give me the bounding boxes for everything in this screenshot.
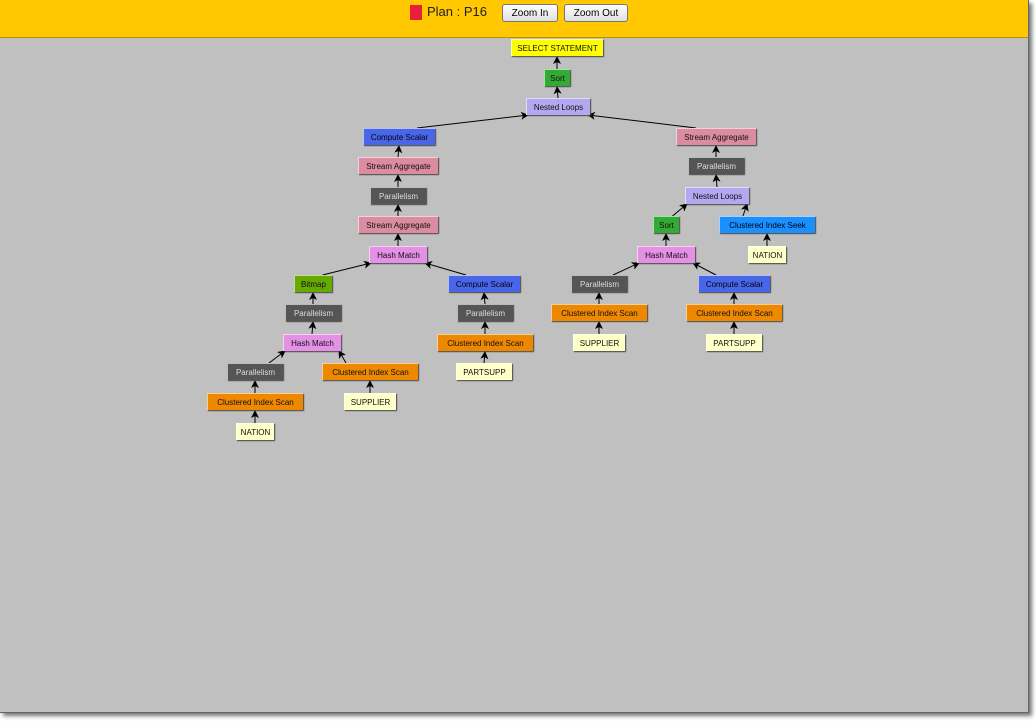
operator-node[interactable]: Stream Aggregate <box>358 216 438 233</box>
table-node[interactable]: NATION <box>748 246 786 263</box>
operator-node[interactable]: SELECT STATEMENT <box>511 39 603 56</box>
operator-node[interactable]: Parallelism <box>285 304 341 321</box>
edge-arrow <box>740 203 749 217</box>
operator-node[interactable]: Nested Loops <box>685 187 749 204</box>
operator-node[interactable]: Bitmap <box>294 275 332 292</box>
operator-node[interactable]: Clustered Index Scan <box>207 393 303 410</box>
operator-node[interactable]: Parallelism <box>457 304 513 321</box>
edge-arrow <box>338 350 347 364</box>
edge-arrow <box>480 292 489 305</box>
edge-arrow <box>308 321 317 335</box>
operator-node[interactable]: Clustered Index Scan <box>551 304 647 321</box>
plan-title: Plan : P16 <box>427 4 487 19</box>
edge-arrow <box>268 350 286 364</box>
edge-arrow <box>672 203 688 217</box>
plan-color-icon <box>410 5 422 20</box>
edge-arrow <box>416 111 529 129</box>
operator-node[interactable]: Stream Aggregate <box>358 157 438 174</box>
edge-arrow <box>692 262 717 276</box>
operator-node[interactable]: Parallelism <box>370 187 426 204</box>
edge-arrow <box>612 262 640 276</box>
edge-arrow <box>553 86 562 99</box>
operator-node[interactable]: Clustered Index Seek <box>719 216 815 233</box>
operator-node[interactable]: Sort <box>544 69 570 86</box>
edge-arrow <box>480 351 489 364</box>
operator-node[interactable]: Compute Scalar <box>698 275 770 292</box>
table-node[interactable]: PARTSUPP <box>456 363 512 380</box>
table-node[interactable]: SUPPLIER <box>344 393 396 410</box>
table-node[interactable]: PARTSUPP <box>706 334 762 351</box>
operator-node[interactable]: Nested Loops <box>526 98 590 115</box>
operator-node[interactable]: Stream Aggregate <box>676 128 756 145</box>
operator-node[interactable]: Parallelism <box>571 275 627 292</box>
operator-node[interactable]: Sort <box>653 216 679 233</box>
operator-node[interactable]: Compute Scalar <box>363 128 435 145</box>
operator-node[interactable]: Clustered Index Scan <box>686 304 782 321</box>
edge-arrow <box>712 174 721 188</box>
operator-node[interactable]: Parallelism <box>688 157 744 174</box>
operator-node[interactable]: Hash Match <box>369 246 427 263</box>
operator-node[interactable]: Hash Match <box>637 246 695 263</box>
zoom-out-button[interactable]: Zoom Out <box>564 4 628 22</box>
edge-arrow <box>424 261 467 276</box>
operator-node[interactable]: Hash Match <box>283 334 341 351</box>
operator-node[interactable]: Compute Scalar <box>448 275 520 292</box>
edge-arrow <box>394 145 403 158</box>
edge-arrow <box>587 111 697 129</box>
toolbar: Plan : P16 Zoom In Zoom Out <box>0 0 1028 38</box>
operator-node[interactable]: Parallelism <box>227 363 283 380</box>
table-node[interactable]: SUPPLIER <box>573 334 625 351</box>
operator-node[interactable]: Clustered Index Scan <box>322 363 418 380</box>
edges-layer <box>251 56 771 423</box>
zoom-in-button[interactable]: Zoom In <box>502 4 558 22</box>
edge-arrow <box>322 260 372 276</box>
table-node[interactable]: NATION <box>236 423 274 440</box>
operator-node[interactable]: Clustered Index Scan <box>437 334 533 351</box>
